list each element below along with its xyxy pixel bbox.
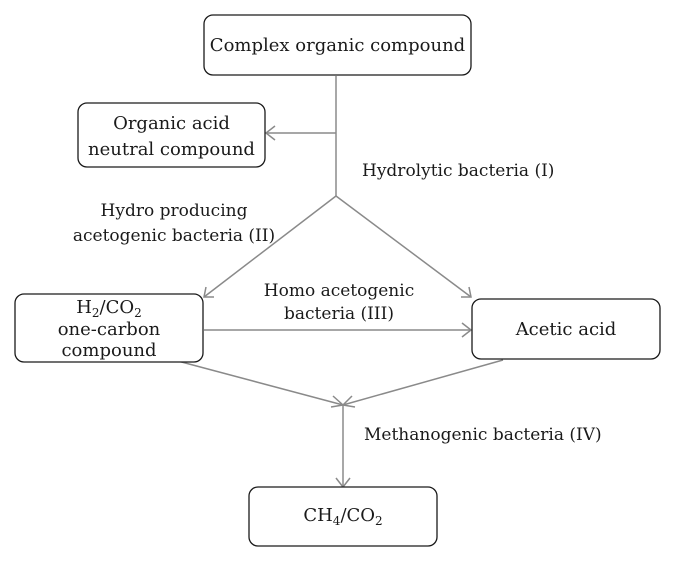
label-hydro-producing-line1: Hydro producing xyxy=(101,201,248,221)
label-homo-line1: Homo acetogenic xyxy=(264,281,414,301)
node-ch4-co2: CH4/CO2 xyxy=(248,486,438,547)
edge-split-to-acetic xyxy=(335,195,472,298)
node-organic-acid: Organic acid neutral compound xyxy=(77,102,266,168)
edges xyxy=(173,76,504,489)
edge-acetic-to-merge xyxy=(342,359,504,406)
node-organic-acid-line2: neutral compound xyxy=(88,139,255,160)
label-hydro-producing-line2: acetogenic bacteria (II) xyxy=(73,226,275,246)
label-methanogenic: Methanogenic bacteria (IV) xyxy=(364,425,602,445)
node-h2-co2: H2/CO2 one-carbon compound xyxy=(14,293,204,363)
node-h2-co2-line2: one-carbon xyxy=(58,319,161,340)
edge-labels: Hydrolytic bacteria (I) Hydro producing … xyxy=(73,161,602,445)
edge-h2co2-to-merge xyxy=(173,359,344,406)
arrowhead-h2co2 xyxy=(203,286,214,298)
label-homo-line2: bacteria (III) xyxy=(284,304,394,324)
arrowhead-homo xyxy=(461,322,473,338)
arrowhead-merge-left xyxy=(330,395,345,408)
node-complex-label: Complex organic compound xyxy=(210,35,465,56)
node-ch4-co2-label: CH4/CO2 xyxy=(303,505,382,528)
node-h2-co2-line1: H2/CO2 xyxy=(76,297,142,320)
edge-split-to-h2co2 xyxy=(203,195,337,298)
node-organic-acid-line1: Organic acid xyxy=(113,113,230,134)
arrowhead-acetic xyxy=(461,286,472,298)
node-h2-co2-line3: compound xyxy=(61,340,156,361)
node-complex-organic-compound: Complex organic compound xyxy=(203,14,472,76)
node-acetic-label: Acetic acid xyxy=(515,319,617,340)
node-acetic-acid: Acetic acid xyxy=(471,298,661,360)
label-hydrolytic: Hydrolytic bacteria (I) xyxy=(362,161,554,181)
arrowhead-organic-acid xyxy=(264,125,276,141)
